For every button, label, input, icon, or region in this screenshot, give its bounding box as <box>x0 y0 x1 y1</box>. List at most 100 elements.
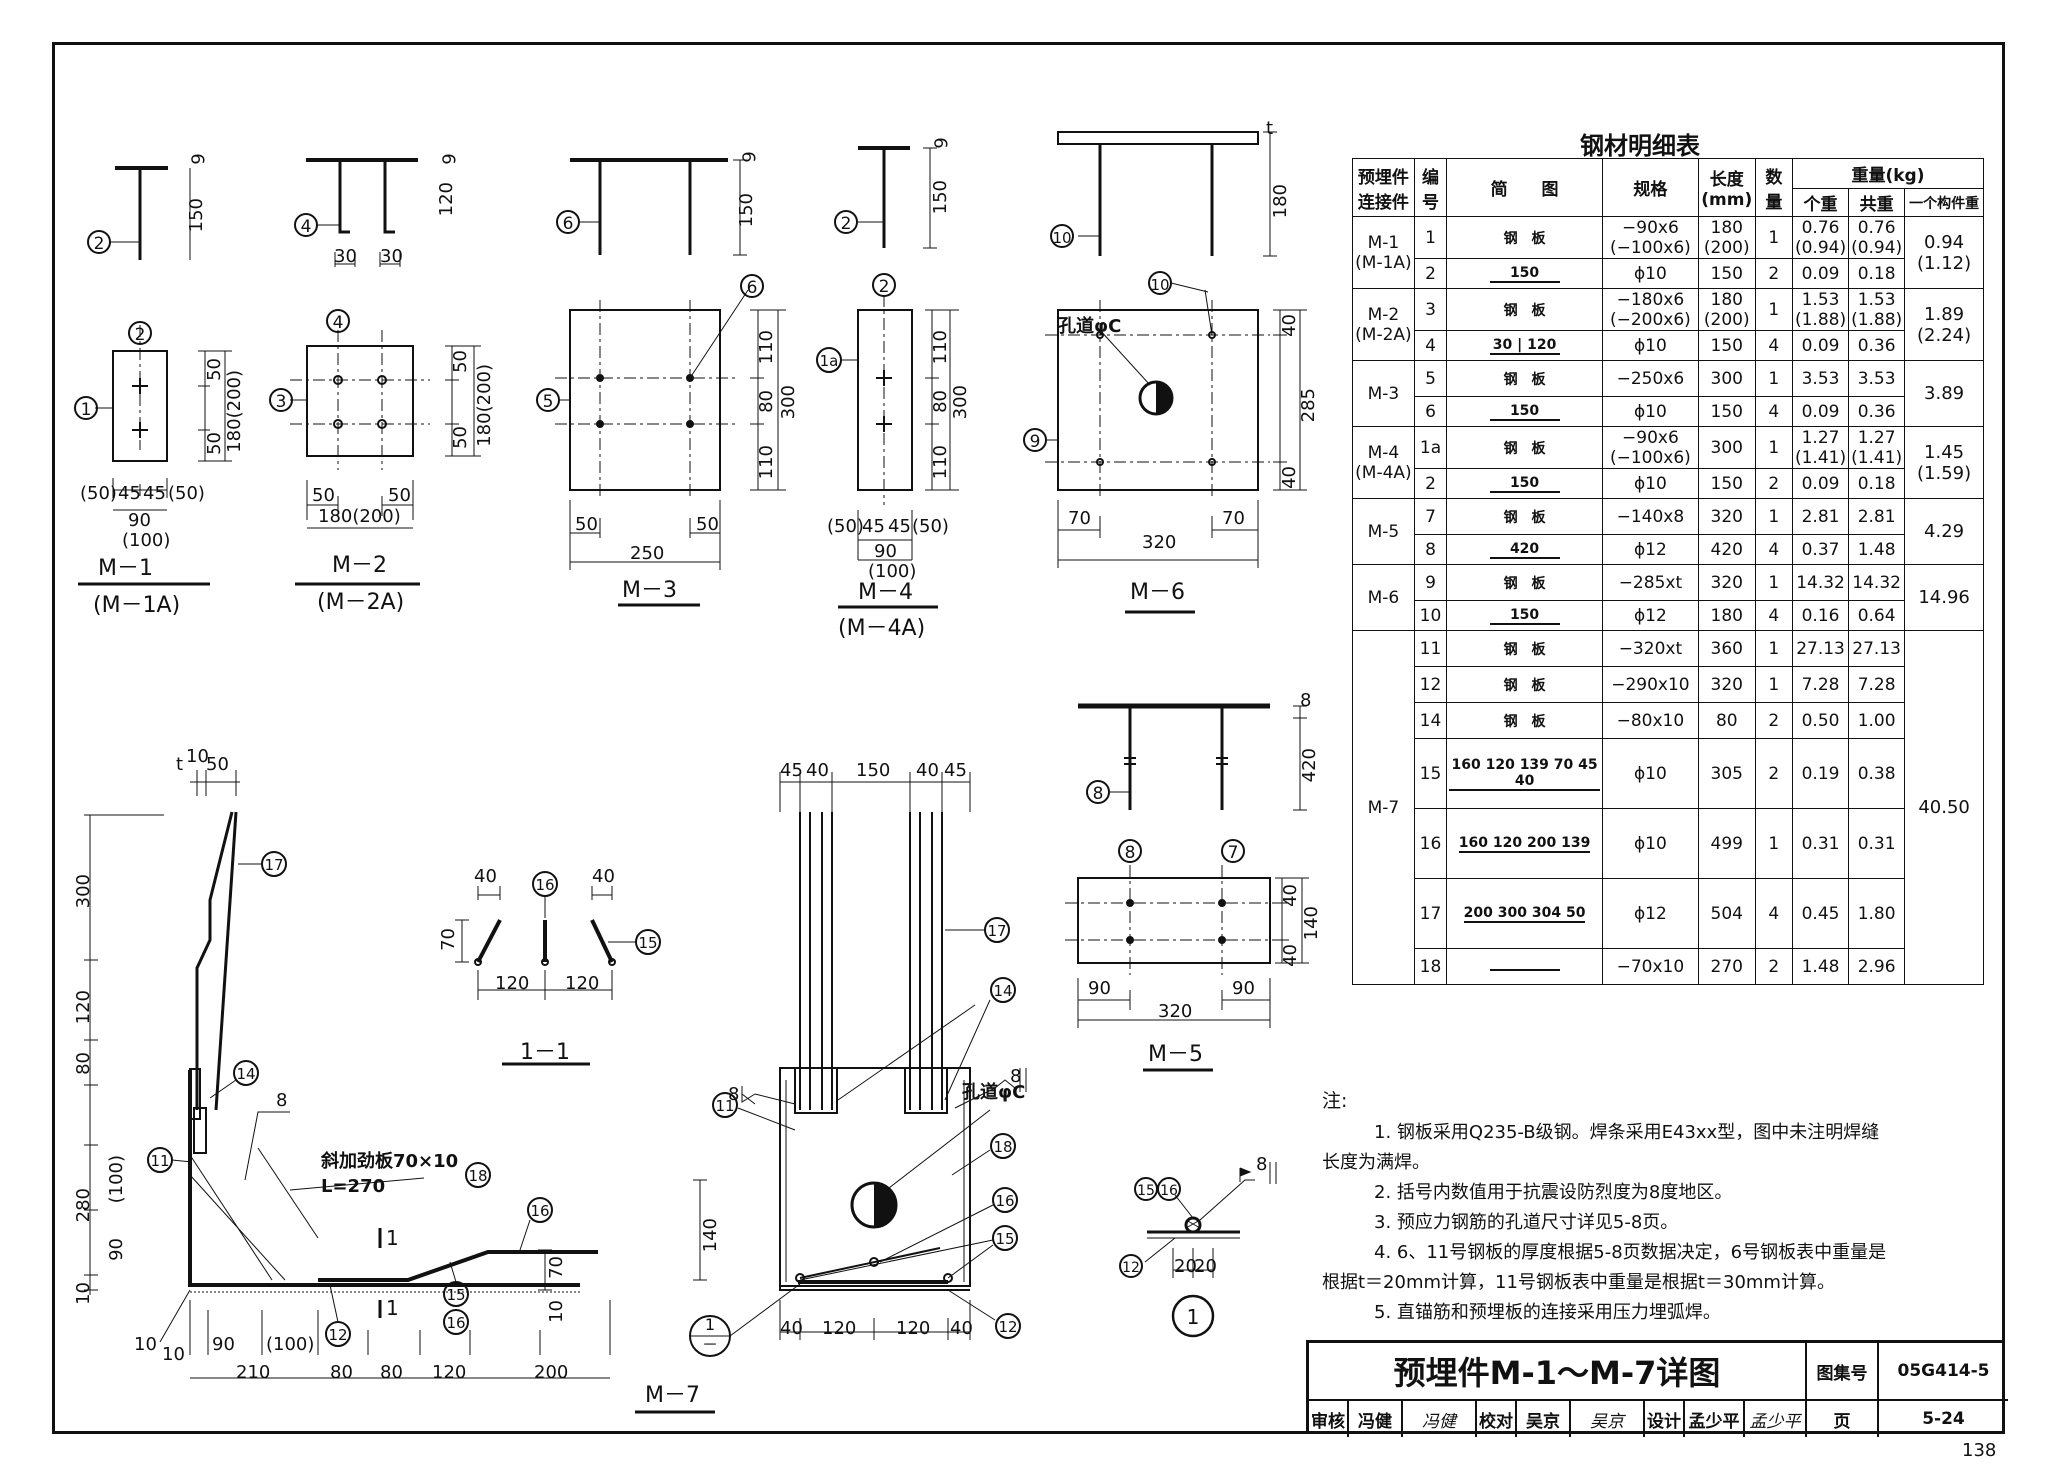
length-cell: 420 <box>1697 534 1756 565</box>
svg-text:12: 12 <box>1122 1260 1140 1276</box>
m6-dim-320: 320 <box>1142 532 1177 553</box>
each-weight-cell: 1.53 (1.88) <box>1791 288 1850 331</box>
sheet-page-number: 138 <box>1962 1440 1997 1461</box>
length-cell: 504 <box>1697 878 1756 949</box>
total-weight-cell: 0.76 (0.94) <box>1848 216 1906 259</box>
total-weight-cell: 1.80 <box>1848 878 1906 949</box>
designer: 孟少平 <box>1685 1401 1745 1437</box>
member-cell: M-7 <box>1352 630 1415 985</box>
m7-dim-200: 200 <box>534 1362 569 1383</box>
spec-cell: −90x6 (−100x6) <box>1601 426 1699 469</box>
sec11-dim-40b: 40 <box>592 866 615 887</box>
m2-dim-50a: 50 <box>450 350 471 373</box>
th-no: 编号 <box>1413 158 1448 217</box>
spec-cell: −250x6 <box>1601 360 1699 397</box>
m1-dim-150: 150 <box>186 198 207 233</box>
m3-dim-110b: 110 <box>756 445 777 480</box>
m6-dim-285: 285 <box>1298 388 1319 423</box>
spec-cell: −285xt <box>1601 564 1699 601</box>
spec-cell: −320xt <box>1601 630 1699 667</box>
spec-cell: ϕ12 <box>1601 534 1699 565</box>
m7-dim-10b: 10 <box>134 1334 157 1355</box>
sketch-cell: 150 <box>1446 600 1603 631</box>
sketch-cell: 30 | 120 <box>1446 330 1603 361</box>
total-weight-cell: 1.27 (1.41) <box>1848 426 1906 469</box>
no-cell: 15 <box>1413 738 1448 809</box>
sketch-cell: 钢 板 <box>1446 630 1603 667</box>
length-cell: 150 <box>1697 258 1756 289</box>
svg-text:17: 17 <box>264 856 283 874</box>
checker-signature: 吴京 <box>1571 1401 1645 1437</box>
total-weight-cell: 3.53 <box>1848 360 1906 397</box>
m5-dim-40b: 40 <box>1280 944 1301 967</box>
no-cell: 3 <box>1413 288 1448 331</box>
m3-dim-300: 300 <box>778 385 799 420</box>
sketch-label: 160 120 139 70 45 40 <box>1449 757 1600 791</box>
title-block: 预埋件M-1～M-7详图 图集号 05G414-5 审核 冯健 冯健 校对 吴京… <box>1306 1340 2008 1437</box>
design-label: 设计 <box>1645 1401 1685 1437</box>
note-3: 3. 预应力钢筋的孔道尺寸详见5-8页。 <box>1374 1212 1679 1233</box>
each-weight-cell: 0.19 <box>1791 738 1850 809</box>
m6-dim-70b: 70 <box>1222 508 1245 529</box>
svg-text:15: 15 <box>638 934 657 952</box>
steel-table-title: 钢材明细表 <box>1580 132 1700 160</box>
per-member-weight-cell: 1.45 (1.59) <box>1904 426 1984 499</box>
sketch-label: 420 <box>1489 541 1560 559</box>
sketch-cell: 钢 板 <box>1446 564 1603 601</box>
m2a-label: (M－2A) <box>317 590 405 615</box>
sketch-label: 钢 板 <box>1503 713 1546 730</box>
m4-dim-110a: 110 <box>930 330 951 365</box>
sketch-label: 钢 板 <box>1503 302 1546 319</box>
sketch-cell: 150 <box>1446 258 1603 289</box>
m7f-dim-140: 140 <box>700 1218 721 1253</box>
note-2: 2. 括号内数值用于抗震设防烈度为8度地区。 <box>1374 1182 1733 1203</box>
qty-cell: 4 <box>1754 600 1793 631</box>
spec-cell: ϕ10 <box>1601 258 1699 289</box>
m1-dim-45a: 45 <box>118 483 141 504</box>
total-weight-cell: 0.18 <box>1848 258 1906 289</box>
qty-cell: 4 <box>1754 878 1793 949</box>
m7-dim-120b: 120 <box>432 1362 467 1383</box>
no-cell: 18 <box>1413 948 1448 985</box>
spec-cell: −290x10 <box>1601 666 1699 703</box>
section-1-1-label: 1－1 <box>520 1040 570 1065</box>
svg-text:1a: 1a <box>820 352 839 370</box>
m7f-dim-120b: 120 <box>896 1318 931 1339</box>
note-4a: 4. 6、11号钢板的厚度根据5-8页数据决定，6号钢板表中重量是 <box>1374 1242 1887 1263</box>
no-cell: 17 <box>1413 878 1448 949</box>
member-cell: M-6 <box>1352 564 1415 631</box>
length-cell: 320 <box>1697 564 1756 601</box>
m7-dim-120: 120 <box>73 990 94 1025</box>
svg-text:18: 18 <box>468 1167 487 1185</box>
svg-text:11: 11 <box>150 1152 169 1170</box>
m7-dim-100: (100) <box>106 1155 127 1204</box>
sketch-label <box>1489 968 1560 971</box>
svg-text:1: 1 <box>1187 1305 1200 1329</box>
member-cell: M-2 (M-2A) <box>1352 288 1415 361</box>
qty-cell: 1 <box>1754 360 1793 397</box>
per-member-weight-cell: 0.94 (1.12) <box>1904 216 1984 289</box>
svg-text:18: 18 <box>993 1138 1012 1156</box>
each-weight-cell: 0.37 <box>1791 534 1850 565</box>
note-1a: 1. 钢板采用Q235-B级钢。焊条采用E43xx型，图中未注明焊缝 <box>1374 1122 1880 1143</box>
notes-head: 注: <box>1322 1090 1348 1112</box>
length-cell: 300 <box>1697 360 1756 397</box>
m7-label: M－7 <box>645 1383 700 1408</box>
sketch-label: 钢 板 <box>1503 641 1546 658</box>
sketch-label: 200 300 304 50 <box>1463 904 1586 923</box>
svg-text:1: 1 <box>386 1296 399 1320</box>
sketch-cell: 钢 板 <box>1446 666 1603 703</box>
sketch-label: 钢 板 <box>1503 371 1546 388</box>
no-cell: 12 <box>1413 666 1448 703</box>
m6-dim-40b: 40 <box>1279 466 1300 489</box>
length-cell: 320 <box>1697 666 1756 703</box>
qty-cell: 1 <box>1754 288 1793 331</box>
qty-cell: 1 <box>1754 498 1793 535</box>
drawing-title: 预埋件M-1～M-7详图 <box>1309 1343 1807 1401</box>
m1-elevation: 2 <box>87 166 191 260</box>
each-weight-cell: 1.27 (1.41) <box>1791 426 1850 469</box>
